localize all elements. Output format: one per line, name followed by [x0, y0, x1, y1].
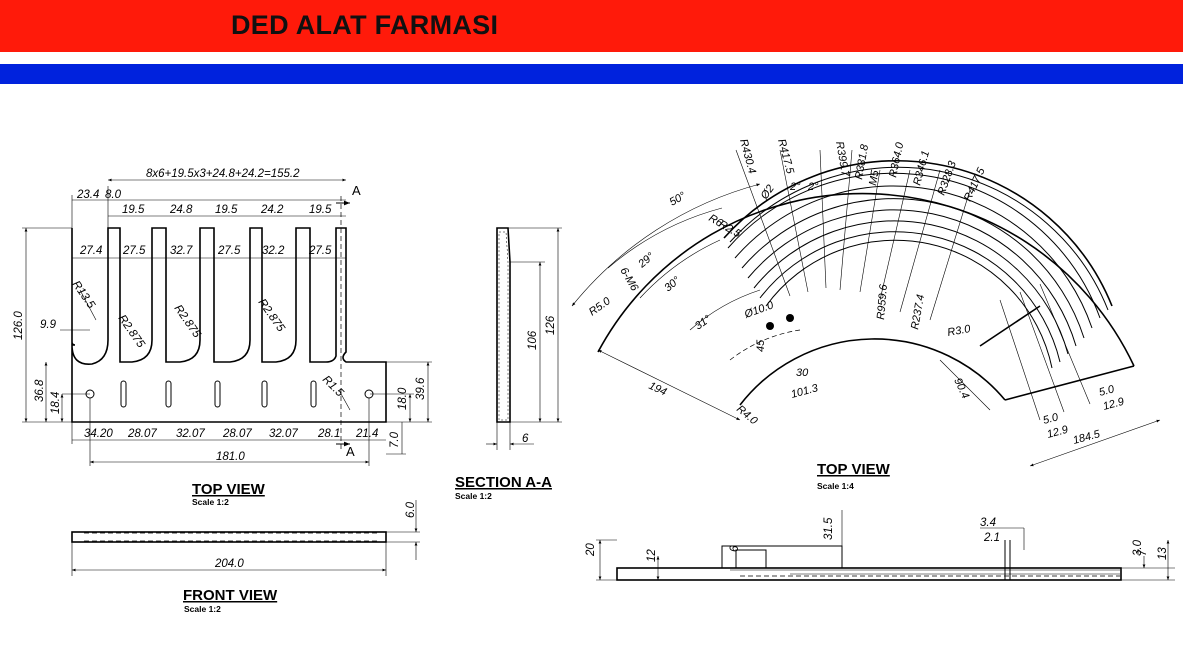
svg-text:6: 6 — [522, 433, 529, 445]
svg-text:27.5: 27.5 — [308, 245, 332, 257]
svg-text:2.1: 2.1 — [983, 532, 1000, 544]
svg-text:Scale 1:2: Scale 1:2 — [192, 497, 229, 507]
header-divider — [0, 52, 1183, 64]
svg-text:28.07: 28.07 — [222, 428, 252, 440]
svg-text:24.2: 24.2 — [260, 204, 284, 216]
svg-text:39.6: 39.6 — [415, 377, 427, 400]
svg-text:126: 126 — [545, 315, 557, 335]
svg-text:45: 45 — [755, 339, 767, 352]
svg-text:101.3: 101.3 — [790, 382, 821, 401]
svg-text:34.20: 34.20 — [84, 428, 113, 440]
svg-text:5.0: 5.0 — [1098, 383, 1117, 399]
svg-text:28.07: 28.07 — [127, 428, 157, 440]
page-title: DED ALAT FARMASI — [231, 10, 499, 40]
svg-text:R2.875: R2.875 — [256, 297, 287, 335]
svg-text:181.0: 181.0 — [216, 451, 245, 463]
svg-text:19.5: 19.5 — [215, 204, 238, 216]
svg-text:7.0: 7.0 — [389, 431, 401, 448]
svg-text:FRONT VIEW: FRONT VIEW — [183, 587, 278, 604]
section-aa: 106 126 6 SECTION A-A Scale 1:2 — [455, 227, 562, 501]
svg-text:R430.4: R430.4 — [737, 138, 758, 175]
svg-text:32.07: 32.07 — [269, 428, 298, 440]
svg-text:106: 106 — [527, 330, 539, 350]
svg-text:R3.0: R3.0 — [946, 323, 972, 339]
svg-text:3.4: 3.4 — [980, 517, 996, 529]
svg-text:32.7: 32.7 — [170, 245, 193, 257]
svg-text:2°: 2° — [789, 181, 801, 193]
svg-text:3.0: 3.0 — [1132, 539, 1144, 556]
svg-text:27.5: 27.5 — [217, 245, 241, 257]
plate-outline — [71, 227, 387, 423]
svg-text:31.5: 31.5 — [823, 517, 835, 540]
svg-text:90.4: 90.4 — [951, 376, 971, 400]
svg-text:24.8: 24.8 — [169, 204, 193, 216]
svg-text:R417.5: R417.5 — [775, 138, 796, 176]
svg-text:Scale 1:2: Scale 1:2 — [184, 604, 221, 614]
svg-text:R5.0: R5.0 — [587, 295, 614, 319]
svg-text:126.0: 126.0 — [13, 311, 25, 340]
svg-text:R13.5: R13.5 — [70, 279, 98, 312]
svg-text:30: 30 — [796, 367, 809, 379]
svg-text:18.4: 18.4 — [50, 392, 62, 414]
svg-text:184.5: 184.5 — [1072, 428, 1103, 447]
svg-text:9.9: 9.9 — [40, 319, 57, 331]
svg-text:21.4: 21.4 — [355, 428, 378, 440]
svg-text:32.07: 32.07 — [176, 428, 205, 440]
svg-text:30°: 30° — [662, 274, 683, 294]
svg-text:50°: 50° — [668, 190, 689, 209]
svg-text:12: 12 — [646, 549, 658, 562]
svg-text:R399.7: R399.7 — [833, 140, 851, 178]
svg-text:20: 20 — [585, 543, 597, 557]
svg-text:Ø2: Ø2 — [758, 183, 777, 203]
svg-text:31°: 31° — [693, 313, 714, 333]
svg-text:27.5: 27.5 — [122, 245, 146, 257]
svg-text:Ø10.0: Ø10.0 — [742, 299, 776, 321]
svg-text:8x6+19.5x3+24.8+24.2=155.2: 8x6+19.5x3+24.8+24.2=155.2 — [146, 168, 300, 180]
svg-text:M5: M5 — [867, 169, 882, 187]
svg-text:TOP VIEW: TOP VIEW — [817, 461, 891, 478]
header-blue-bar — [0, 64, 1183, 84]
svg-text:12.9: 12.9 — [1102, 396, 1126, 413]
svg-text:6: 6 — [729, 545, 741, 552]
svg-text:A: A — [346, 444, 355, 459]
header-red-bar — [0, 0, 1183, 52]
svg-text:R959.6: R959.6 — [875, 283, 890, 320]
svg-text:A: A — [352, 183, 361, 198]
svg-text:R2.875: R2.875 — [172, 303, 203, 341]
svg-text:R4.0: R4.0 — [734, 403, 760, 428]
svg-text:Scale 1:4: Scale 1:4 — [817, 481, 854, 491]
front-view: 6.0 204.0 FRONT VIEW Scale 1:2 — [71, 500, 420, 614]
svg-text:23.4: 23.4 — [76, 189, 99, 201]
svg-text:6-M6: 6-M6 — [617, 266, 640, 294]
svg-text:32.2: 32.2 — [262, 245, 285, 257]
svg-text:204.0: 204.0 — [214, 558, 244, 570]
svg-text:12.9: 12.9 — [1046, 424, 1070, 441]
svg-text:194: 194 — [647, 380, 669, 399]
svg-text:27.4: 27.4 — [79, 245, 102, 257]
side-view: 20 12 6 31.5 3.4 2.1 3.0 7 13 — [585, 510, 1175, 581]
top-view-plate: A A 8x6+19.5x3+24.8+24.2=155.2 23.4 8.0 … — [13, 168, 432, 507]
svg-text:5.0: 5.0 — [1042, 411, 1061, 427]
svg-text:19.5: 19.5 — [122, 204, 145, 216]
top-view-curved: R430.4 R417.5 Ø2 2° 2° R399.7 R381.8 M5 … — [571, 138, 1161, 491]
svg-text:R237.4: R237.4 — [909, 293, 927, 330]
svg-text:36.8: 36.8 — [34, 379, 46, 402]
svg-text:8.0: 8.0 — [105, 189, 122, 201]
svg-text:TOP VIEW: TOP VIEW — [192, 481, 266, 498]
svg-text:13: 13 — [1157, 547, 1169, 560]
svg-text:Scale 1:2: Scale 1:2 — [455, 491, 492, 501]
svg-text:18.0: 18.0 — [397, 387, 409, 410]
svg-text:7: 7 — [1137, 549, 1149, 556]
svg-text:2°: 2° — [807, 181, 819, 193]
svg-text:28.1: 28.1 — [317, 428, 340, 440]
svg-text:29°: 29° — [635, 250, 657, 271]
svg-text:19.5: 19.5 — [309, 204, 332, 216]
svg-text:SECTION A-A: SECTION A-A — [455, 474, 552, 491]
svg-text:6.0: 6.0 — [405, 501, 417, 518]
